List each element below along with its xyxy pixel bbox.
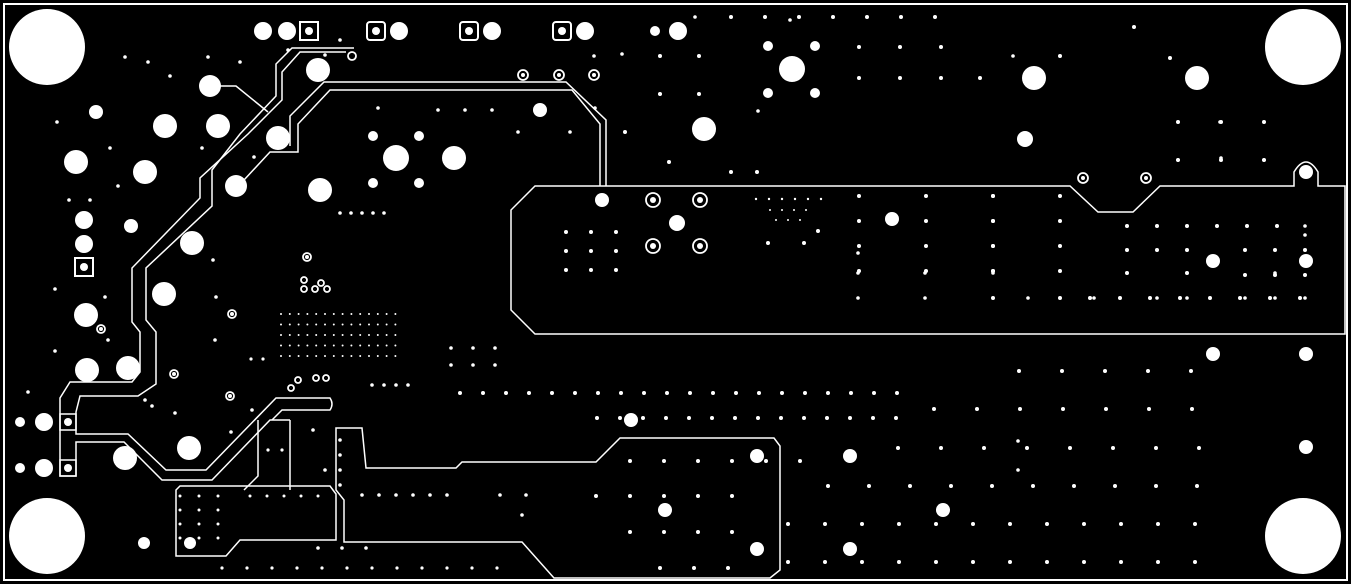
- mounting-hole-bottom-left: [9, 498, 85, 574]
- mounting-hole-top-right: [1265, 9, 1341, 85]
- pour-bottom-left: [175, 485, 337, 557]
- trace-bottom-stub: [243, 420, 259, 491]
- ringed-vias: [96, 51, 1152, 401]
- trace-left-bus-2: [75, 47, 354, 471]
- copper-pours: [175, 81, 1346, 579]
- pour-right-plane: [510, 161, 1346, 335]
- square-pads: [59, 21, 572, 477]
- mounting-holes: [9, 9, 1341, 574]
- small-vias: [26, 15, 1307, 570]
- board-outline: [3, 3, 1348, 581]
- mounting-hole-top-left: [9, 9, 85, 85]
- large-pads: [15, 22, 1313, 556]
- trace-upper-loop-inner: [289, 81, 607, 186]
- mounting-hole-bottom-right: [1265, 498, 1341, 574]
- trace-left-bus: [59, 51, 346, 481]
- trace-upper-loop: [243, 89, 601, 186]
- pour-bottom-center: [335, 427, 781, 579]
- ringed-via-centers: [99, 73, 1148, 398]
